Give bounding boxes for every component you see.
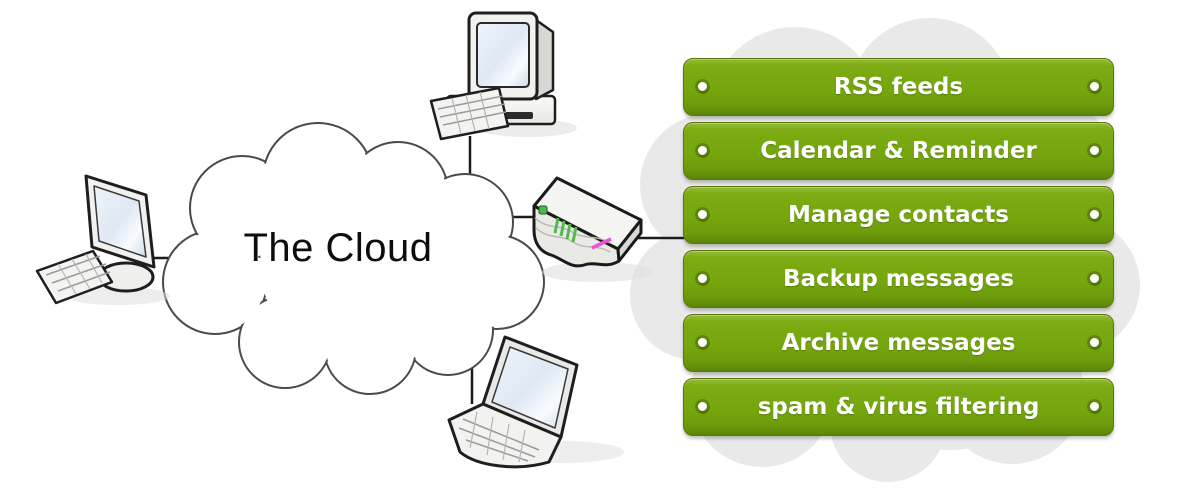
service-banner-rss-feeds[interactable]: RSS feeds [683, 58, 1114, 116]
rivet-dot-icon [1090, 402, 1099, 411]
service-banner-label: Manage contacts [787, 202, 1009, 228]
rivet-dot-icon [1090, 210, 1099, 219]
router-magenta-stripe [591, 237, 612, 250]
laptop-screen [491, 346, 569, 429]
service-banner-label: RSS feeds [833, 74, 964, 100]
router-port-stripes [553, 217, 578, 243]
service-banner-manage-contacts[interactable]: Manage contacts [683, 186, 1114, 244]
service-banner-label: Archive messages [781, 330, 1016, 356]
rivet-dot-icon [698, 402, 707, 411]
rivet-dot-icon [698, 338, 707, 347]
router-front [532, 204, 621, 268]
crt-screen [476, 22, 530, 88]
rivet-dot-icon [1090, 338, 1099, 347]
laptop-icon [447, 335, 624, 469]
service-banner-backup-messages[interactable]: Backup messages [683, 250, 1114, 308]
rivet-dot-icon [698, 210, 707, 219]
monitor-with-keyboard-icon [35, 174, 170, 305]
rivet-dot-icon [1090, 82, 1099, 91]
rivet-dot-icon [698, 82, 707, 91]
crt-side [534, 18, 555, 101]
service-banner-label: spam & virus filtering [757, 394, 1040, 420]
router-side [616, 218, 643, 263]
service-banner-label: Backup messages [782, 266, 1015, 292]
router-icon [532, 176, 652, 282]
rivet-dot-icon [1090, 274, 1099, 283]
cloud-label: The Cloud [243, 226, 433, 270]
rivet-dot-icon [698, 274, 707, 283]
service-banner-calendar-reminder[interactable]: Calendar & Reminder [683, 122, 1114, 180]
service-banner-spam-virus-filtering[interactable]: spam & virus filtering [683, 378, 1114, 436]
desktop-computer-icon [429, 11, 577, 141]
router-led [538, 205, 548, 215]
rivet-dot-icon [1090, 146, 1099, 155]
monitor-screen [93, 185, 147, 258]
service-banner-label: Calendar & Reminder [760, 138, 1037, 164]
workstation-keyboard [35, 249, 114, 305]
service-banner-archive-messages[interactable]: Archive messages [683, 314, 1114, 372]
rivet-dot-icon [698, 146, 707, 155]
cloud-shape [162, 122, 545, 395]
